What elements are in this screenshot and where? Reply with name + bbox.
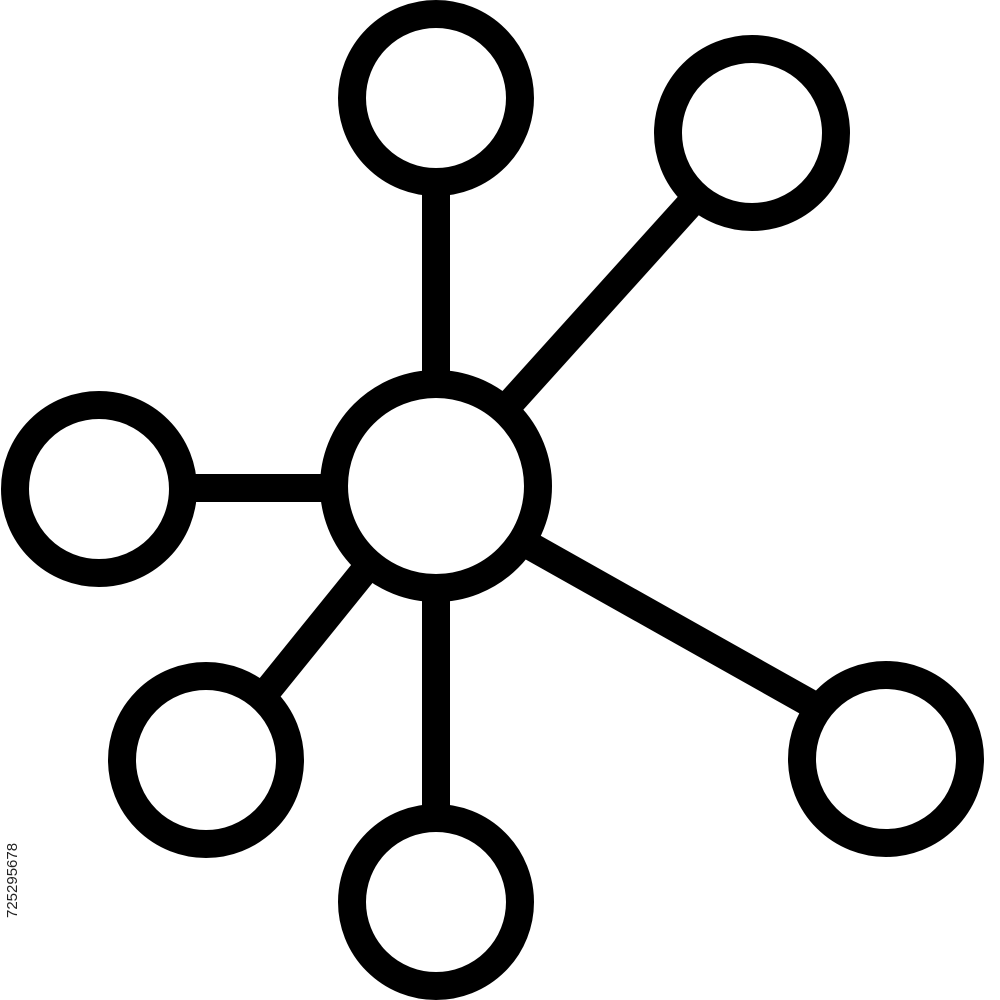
node-top — [338, 0, 534, 196]
center-node — [320, 370, 552, 602]
node-bottom-left — [108, 662, 304, 858]
node-bottom — [338, 804, 534, 1000]
node-left — [1, 391, 197, 587]
connector-lines — [182, 180, 829, 816]
connector-bottom-left — [257, 561, 376, 699]
connector-bottom-right — [518, 530, 829, 723]
node-bottom-right — [788, 661, 984, 857]
node-top-right — [654, 35, 850, 231]
watermark-stock-id: 725295678 — [4, 842, 21, 918]
connector-top-right — [495, 193, 702, 418]
